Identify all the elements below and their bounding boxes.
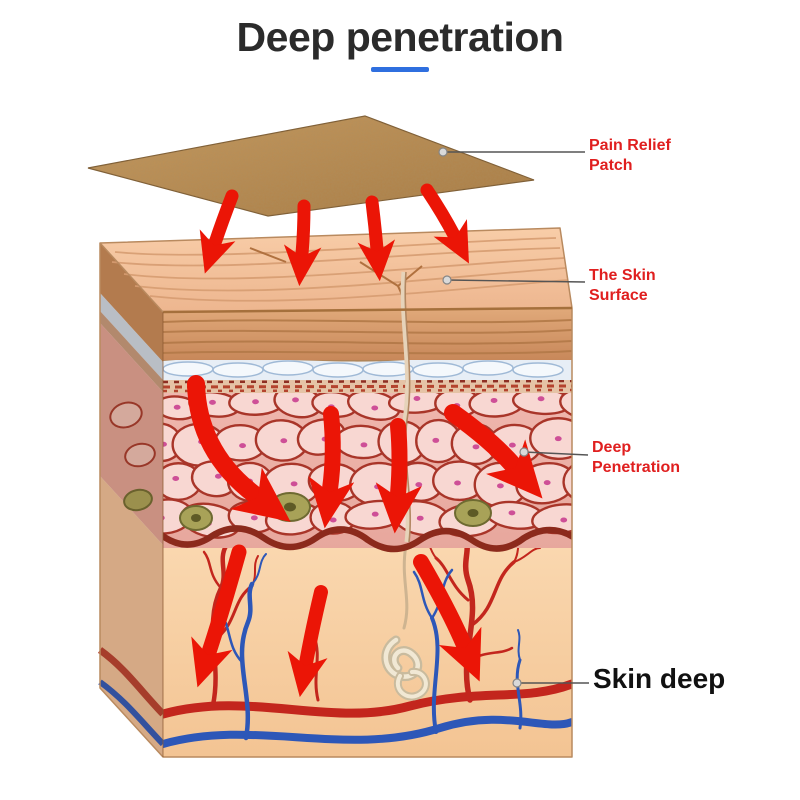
penetration-arrows-top bbox=[199, 183, 469, 287]
label-skin-deep: Skin deep bbox=[593, 663, 726, 694]
penetration-arrows-deep bbox=[191, 544, 482, 698]
block-outline bbox=[99, 227, 573, 758]
skin-block-front-face bbox=[163, 305, 572, 757]
skin-block-left-face bbox=[97, 243, 166, 757]
leader-surface bbox=[446, 279, 586, 283]
pain-relief-patch bbox=[87, 115, 535, 217]
dermis-bottom-boundary bbox=[163, 525, 572, 553]
basal-band bbox=[163, 378, 572, 393]
membrane-layer bbox=[163, 355, 572, 380]
label-deep-penetration: Deep Penetration bbox=[592, 439, 681, 476]
gland-knot bbox=[381, 543, 430, 701]
penetration-arrows-dermis bbox=[187, 375, 543, 534]
leader-dot-surface bbox=[442, 275, 452, 285]
leader-dot-skin-deep bbox=[512, 678, 522, 688]
leader-dot-patch bbox=[438, 147, 448, 157]
title-underline bbox=[371, 67, 429, 72]
epidermis-layer bbox=[163, 305, 572, 360]
leader-lines bbox=[438, 147, 589, 688]
leader-deep bbox=[523, 451, 589, 456]
page-title: Deep penetration bbox=[236, 14, 564, 60]
label-pain-relief-patch: Pain Relief Patch bbox=[589, 137, 671, 174]
subcutis-layer bbox=[163, 533, 572, 757]
leader-dot-deep bbox=[519, 447, 529, 457]
label-skin-surface: The Skin Surface bbox=[589, 267, 656, 304]
